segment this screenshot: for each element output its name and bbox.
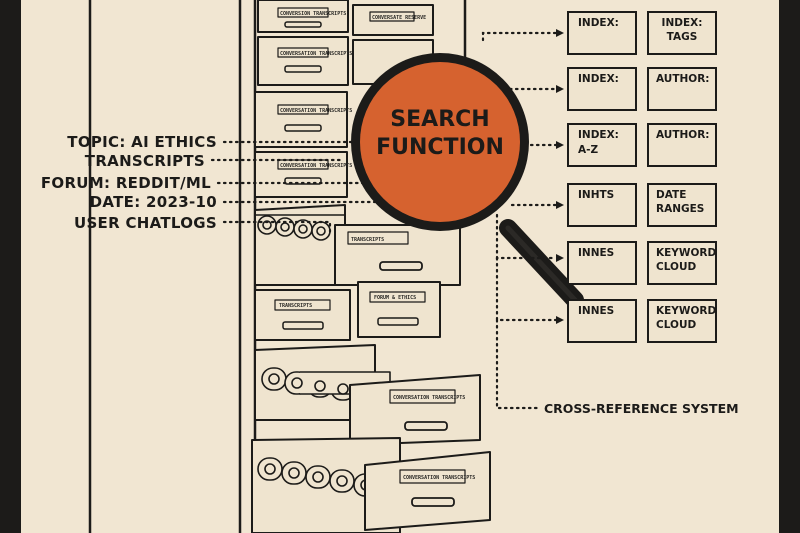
left-labels: TOPIC: AI ETHICS TRANSCRIPTS FORUM: REDD… [41,133,217,232]
index-card: INDEX: [578,17,619,29]
index-card: INDEX: [578,73,619,85]
keyword-card: CLOUD [656,319,696,331]
drawer-label: CONVERSION TRANSCRIPTS [280,11,346,17]
drawer-label: CONVERSATE RESERVE [372,15,426,21]
drawer-label: TRANSCRIPTS [351,237,384,243]
label-leader-lines [210,140,392,238]
index-card: INNES [578,305,614,317]
index-card: INDEX: [578,129,619,141]
index-card: INDEX: [662,17,703,29]
drawer-label: CONVERSATION TRANSCRIPTS [280,108,352,114]
date-label: DATE: 2023-10 [90,193,217,211]
magnifying-glass-icon: SEARCH FUNCTION [351,53,584,309]
drawer-label: CONVERSATION TRANSCRIPTS [280,163,352,169]
transcripts-label: TRANSCRIPTS [85,152,205,170]
topic-label: TOPIC: AI ETHICS [67,133,217,151]
index-card: INHTS [578,189,614,201]
left-border [0,0,21,533]
index-card: INNES [578,247,614,259]
drawer-row-4: TRANSCRIPTS FORUM & ETHICS [254,281,441,341]
search-title-line2: FUNCTION [376,135,504,160]
forum-label: FORUM: REDDIT/ML [41,174,211,192]
cross-reference-label: CROSS-REFERENCE SYSTEM [544,401,739,416]
drawer-label: FORUM & ETHICS [374,295,416,301]
open-drawer-1: TRANSCRIPTS [254,204,461,286]
index-cards-grid: INDEX: INDEX: TAGS INDEX: AUTHOR: INDEX:… [567,11,717,343]
date-card: RANGES [656,203,704,215]
keyword-card: KEYWORD [656,305,717,317]
open-drawer-2: CONVERSATION TRANSCRIPTS [254,344,481,446]
arrowheads [556,29,564,324]
drawer-label: CONVERSATION TRANSCRIPTS [403,475,475,481]
index-card: TAGS [667,31,698,43]
keyword-card: KEYWORD [656,247,717,259]
search-lens [360,62,520,222]
drawer-row-3: CONVERSATION TRANSCRIPTS CONVERSATION TR… [254,91,352,198]
filing-cabinet: CONVERSION TRANSCRIPTS CONVERSATE RESERV… [238,0,491,533]
keyword-card: CLOUD [656,261,696,273]
drawer-label: TRANSCRIPTS [279,303,312,309]
index-card: A-Z [578,144,598,156]
date-card: DATE [656,189,686,201]
card-connectors [481,31,558,410]
open-drawer-3: CONVERSATION TRANSCRIPTS [251,437,491,533]
drawer-label: CONVERSATION TRANSCRIPTS [280,51,352,57]
right-border [779,0,800,533]
author-card: AUTHOR: [656,73,710,85]
user-chatlogs-label: USER CHATLOGS [74,214,217,232]
drawer-row-1: CONVERSION TRANSCRIPTS CONVERSATE RESERV… [257,0,434,36]
search-title-line1: SEARCH [390,107,489,132]
author-card: AUTHOR: [656,129,710,141]
drawer-label: CONVERSATION TRANSCRIPTS [393,395,465,401]
